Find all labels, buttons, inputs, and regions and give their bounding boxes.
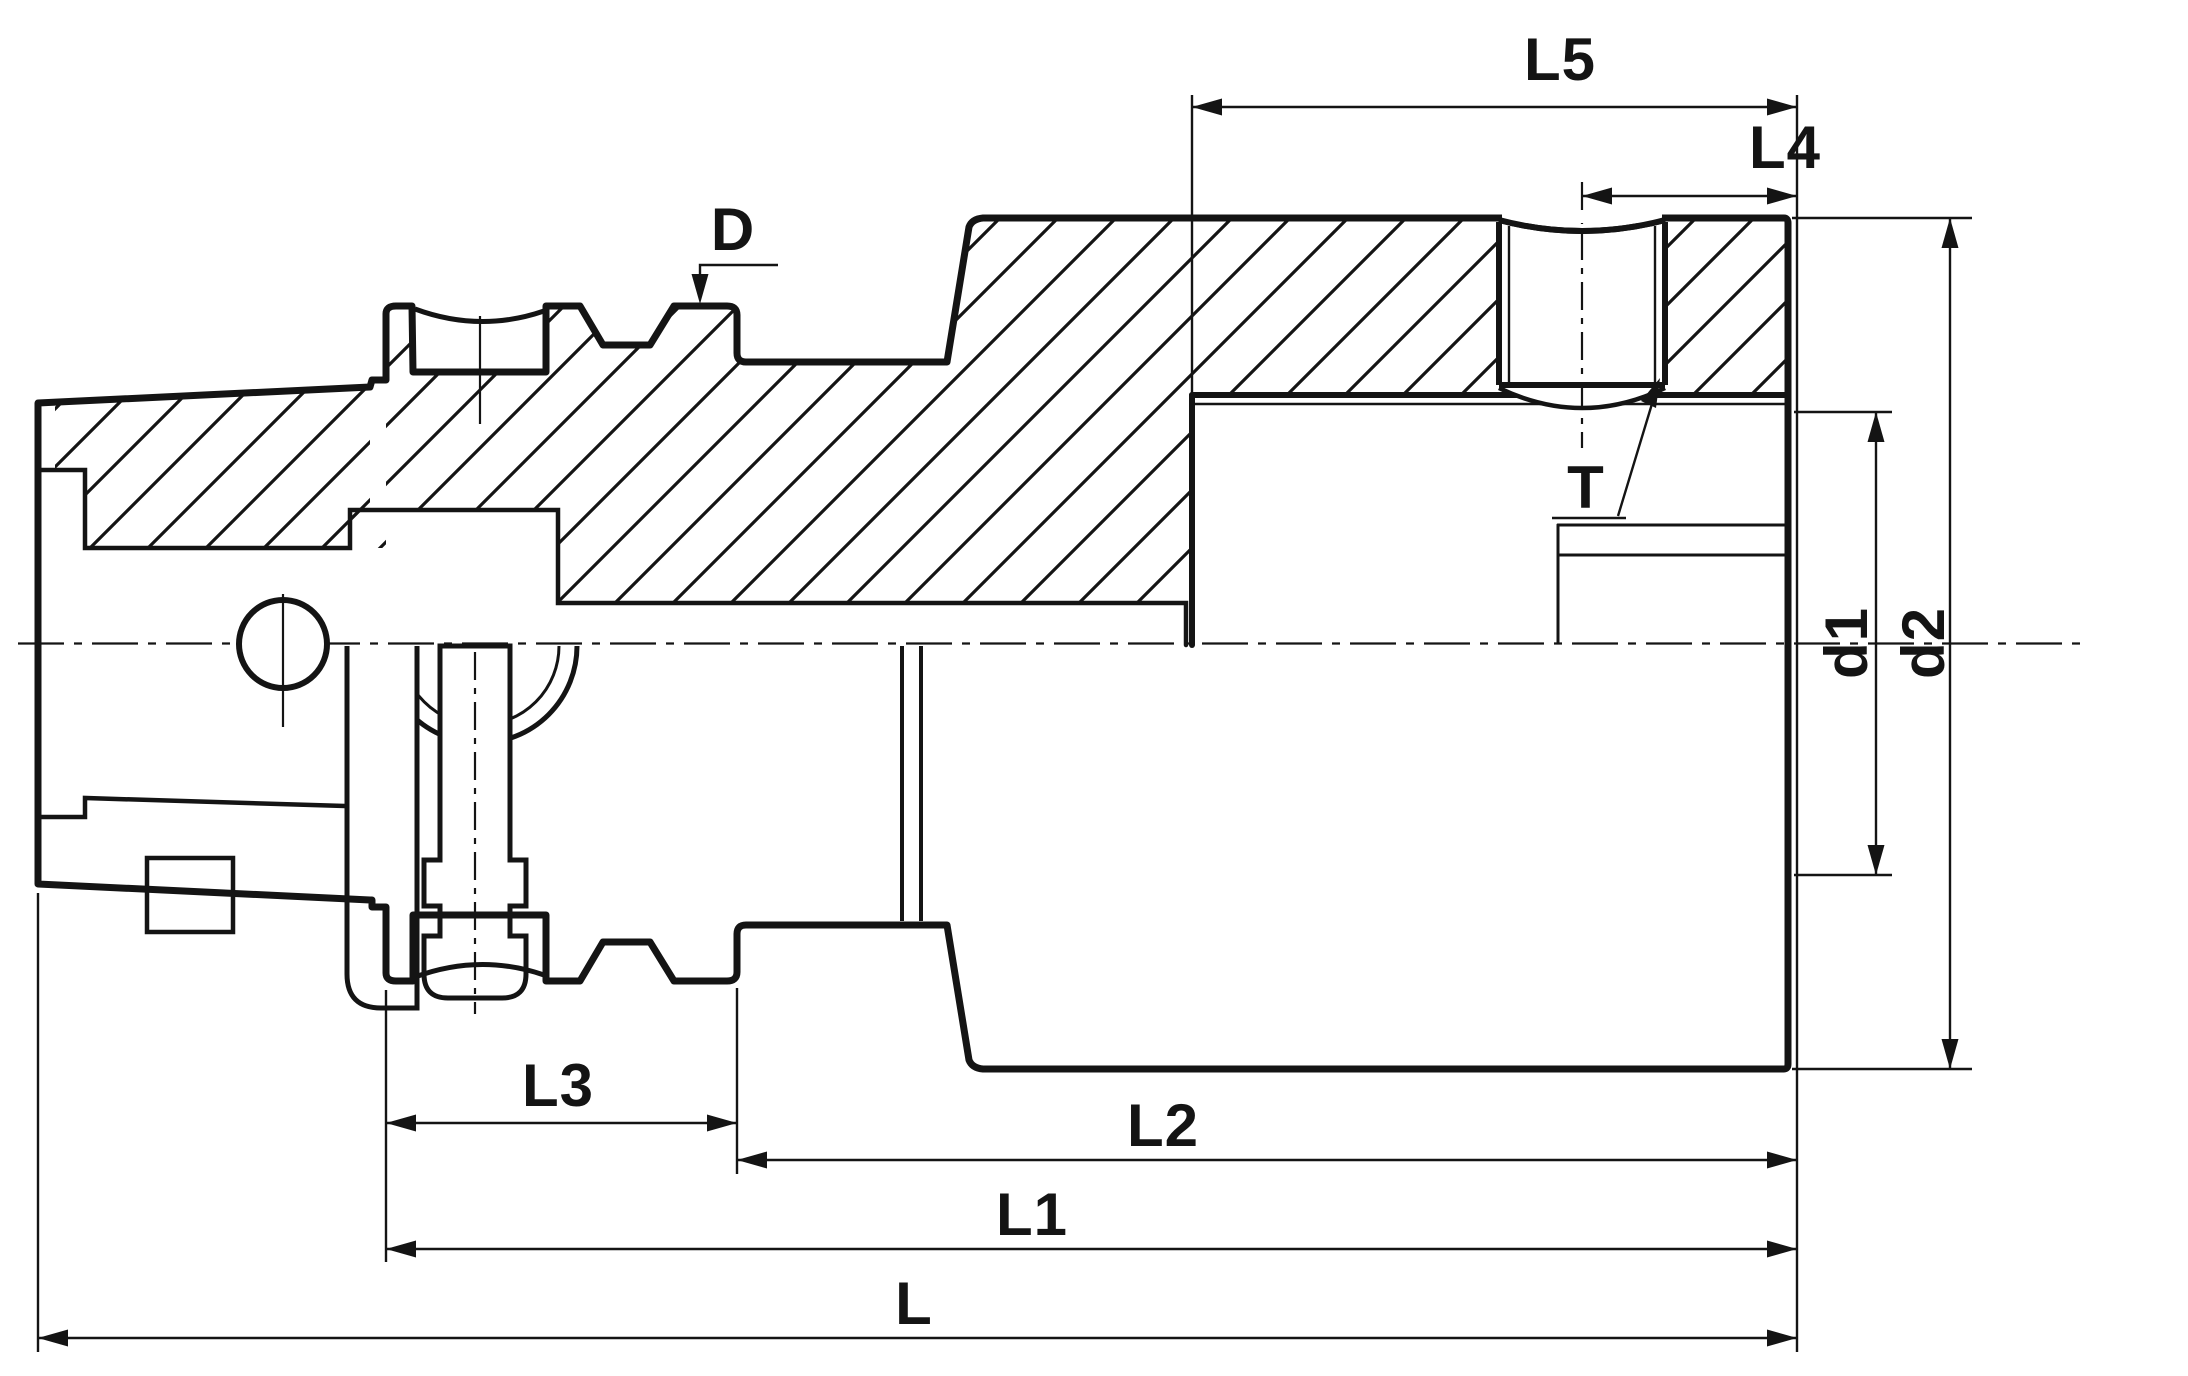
label-l4: L4 — [1749, 114, 1821, 181]
label-t: T — [1567, 454, 1605, 521]
dimension-arrowheads — [38, 98, 1959, 1347]
hole-opening-gap — [1498, 210, 1666, 234]
clamp-mechanism — [40, 594, 923, 1014]
clamp-jaw — [344, 646, 420, 1011]
label-d: D — [711, 196, 755, 263]
leader-d — [698, 263, 778, 298]
extension-lines — [36, 95, 1972, 1352]
label-d1: d1 — [1813, 607, 1880, 679]
label-d2: d2 — [1890, 607, 1957, 679]
internal-bore-lines — [37, 392, 1789, 648]
part-outline — [34, 214, 1792, 1073]
dimension-labels: L5 L4 D T d1 d2 L3 L2 L1 L — [522, 26, 1957, 1337]
label-l3: L3 — [522, 1052, 594, 1119]
label-l1: L1 — [996, 1181, 1068, 1248]
leader-t — [1616, 383, 1660, 517]
label-l: L — [895, 1270, 933, 1337]
label-l5: L5 — [1524, 26, 1596, 93]
label-l2: L2 — [1127, 1092, 1199, 1159]
